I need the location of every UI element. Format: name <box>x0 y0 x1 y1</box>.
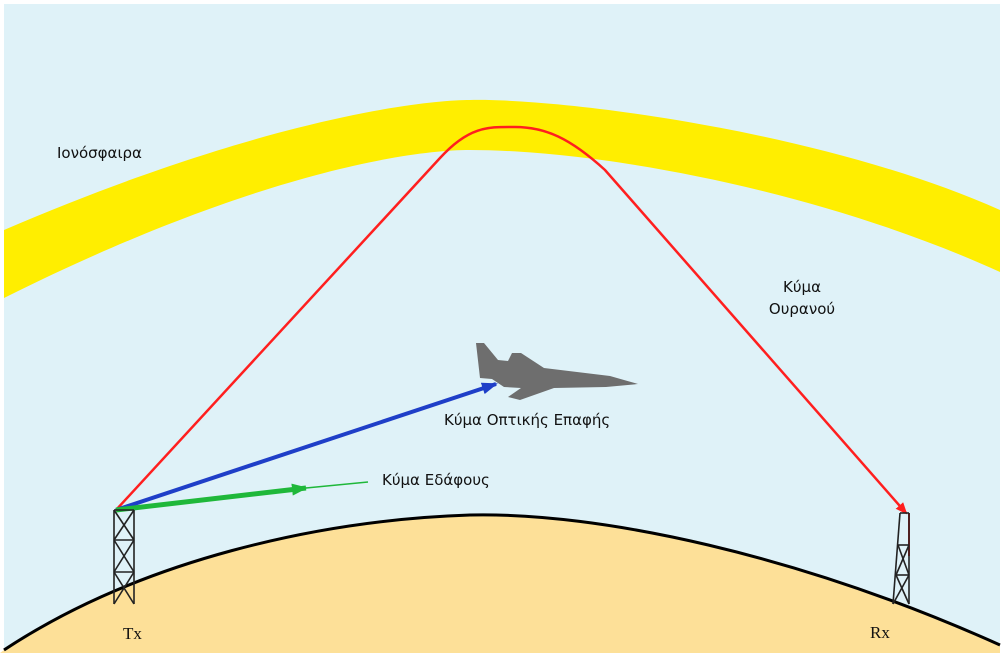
rx-antenna-tower-icon <box>892 512 910 605</box>
ground-wave-thin-extension <box>305 481 369 489</box>
ionosphere-band <box>4 99 1000 299</box>
line-of-sight-wave-arrow <box>115 382 498 512</box>
transmitter-label: Tx <box>123 624 142 643</box>
jet-airplane-icon <box>476 343 638 400</box>
sky-wave-label-line2: Ουρανού <box>768 300 836 318</box>
ionosphere-label: Ιονόσφαιρα <box>57 144 142 162</box>
ground-wave-label: Κύμα Εδάφους <box>382 471 490 489</box>
sky-wave-label-line1: Κύμα <box>783 278 821 296</box>
sky-wave-path <box>115 125 908 515</box>
earth-ground <box>0 514 1000 653</box>
earth-horizon-line <box>3 513 1001 652</box>
tx-antenna-tower-icon <box>113 509 135 605</box>
line-of-sight-wave-label: Κύμα Οπτικής Επαφής <box>444 411 611 429</box>
sky-wave-label: Κύμα Ουρανού <box>742 276 862 320</box>
receiver-label: Rx <box>870 623 890 642</box>
ground-wave-arrow <box>115 483 308 513</box>
